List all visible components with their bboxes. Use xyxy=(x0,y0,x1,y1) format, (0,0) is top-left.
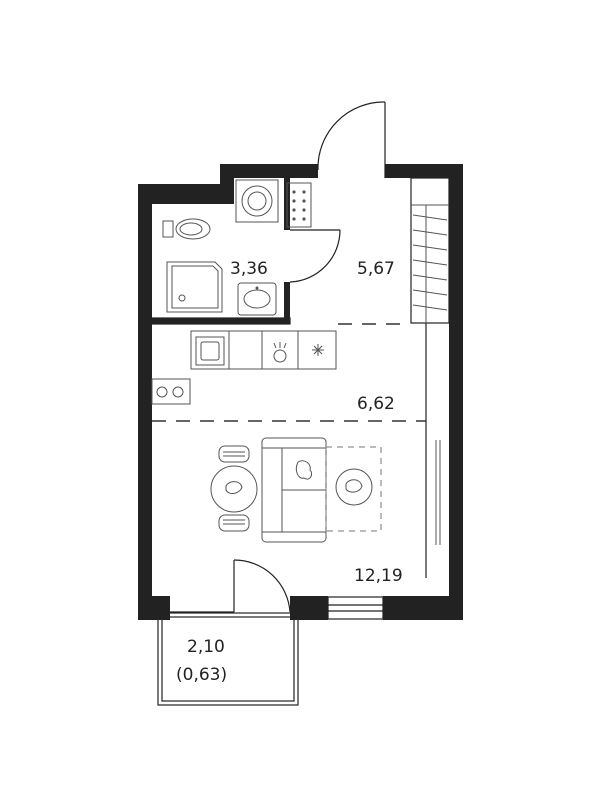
dining-set xyxy=(210,445,258,532)
towel-dryer xyxy=(286,182,312,228)
kitchen-area: 6,62 xyxy=(357,394,395,414)
balcony-reduced-area: (0,63) xyxy=(176,665,227,685)
cooktop xyxy=(151,378,191,405)
balcony-area: 2,10 xyxy=(187,637,225,657)
wardrobe xyxy=(410,177,450,324)
kitchen-counter xyxy=(190,330,337,370)
cooker-hood-icon xyxy=(312,344,324,356)
toilet xyxy=(162,218,211,240)
washbasin xyxy=(237,282,277,316)
rug xyxy=(325,446,382,532)
outer-walls xyxy=(138,164,463,620)
sofa xyxy=(261,437,327,543)
bathroom-door xyxy=(289,229,341,283)
shower-tray xyxy=(166,261,223,313)
washing-machine xyxy=(235,179,279,223)
living-area: 12,19 xyxy=(354,566,403,586)
bathroom-area: 3,36 xyxy=(230,259,268,279)
balcony xyxy=(157,559,299,706)
kitchen-sink xyxy=(195,336,225,366)
hall-area: 5,67 xyxy=(357,259,395,279)
coffee-table xyxy=(335,468,373,506)
window-bottom xyxy=(327,596,384,620)
fridge-icon xyxy=(273,342,287,363)
entrance-door xyxy=(317,101,386,178)
right-partition xyxy=(425,323,441,578)
